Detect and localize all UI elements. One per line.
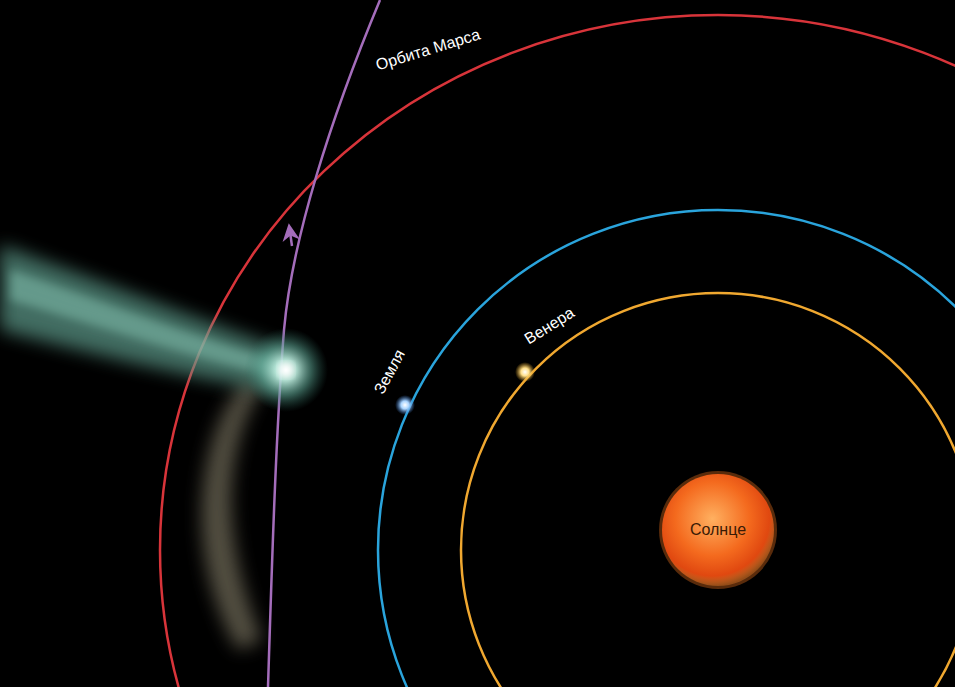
- ion-tail-core: [10, 270, 285, 378]
- sun-node: Солнце: [658, 470, 778, 590]
- mars-orbit: [160, 15, 955, 687]
- earth-planet: [395, 395, 415, 415]
- planet-label: Земля: [371, 347, 409, 397]
- venus-orbit: [461, 293, 955, 687]
- comet-nucleus: [280, 364, 292, 376]
- ion-tail: [0, 245, 285, 392]
- direction-arrow: [290, 232, 292, 246]
- sun-label: Солнце: [690, 521, 746, 539]
- venus-planet: [515, 362, 535, 382]
- earth-orbit: [378, 210, 955, 687]
- dust-tail: [202, 380, 262, 650]
- orbit-label: Орбита Марса: [374, 26, 483, 75]
- comet-coma: [244, 328, 328, 412]
